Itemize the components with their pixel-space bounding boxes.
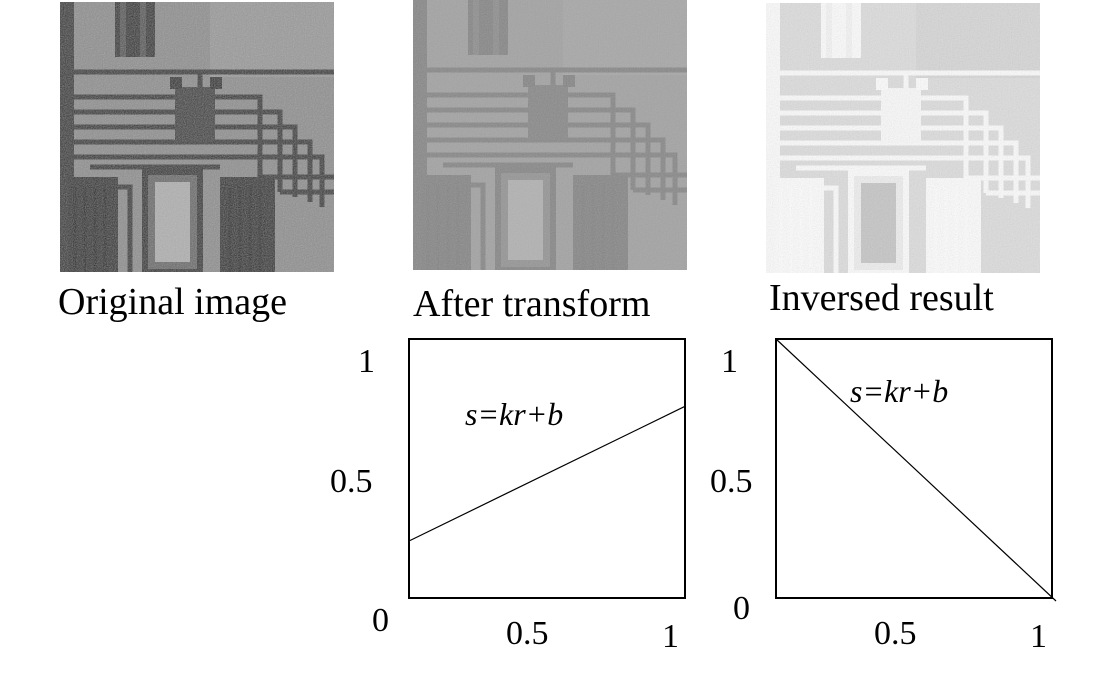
caption-inversed: Inversed result [769,277,994,319]
chart2-annotation: s=kr+b [850,373,949,409]
chart1-plot [408,338,686,599]
chart1-annotation: s=kr+b [465,396,564,432]
chart2-xtick-0.5: 0.5 [874,615,917,652]
caption-transformed: After transform [413,283,651,325]
chart2-plot [775,338,1057,602]
chart1-ytick-0.5: 0.5 [330,463,373,500]
original-image [60,2,334,272]
inversed-image [766,2,1040,274]
chart2-ytick-0.5: 0.5 [710,463,753,500]
caption-original: Original image [58,281,287,323]
transformed-image [413,0,687,270]
chart2-xtick-1: 1 [1030,618,1047,655]
chart2-frame [775,338,1053,599]
chart1-xtick-1: 1 [662,618,679,655]
chart1-xtick-0.5: 0.5 [506,615,549,652]
chart1-line [408,405,686,542]
chart2-line [775,338,1057,602]
chart2-ytick-1: 1 [721,343,738,380]
chart1-ytick-0: 0 [372,602,389,639]
chart1-frame [408,338,686,599]
chart2-ytick-0: 0 [733,590,750,627]
chart1-ytick-1: 1 [358,343,375,380]
